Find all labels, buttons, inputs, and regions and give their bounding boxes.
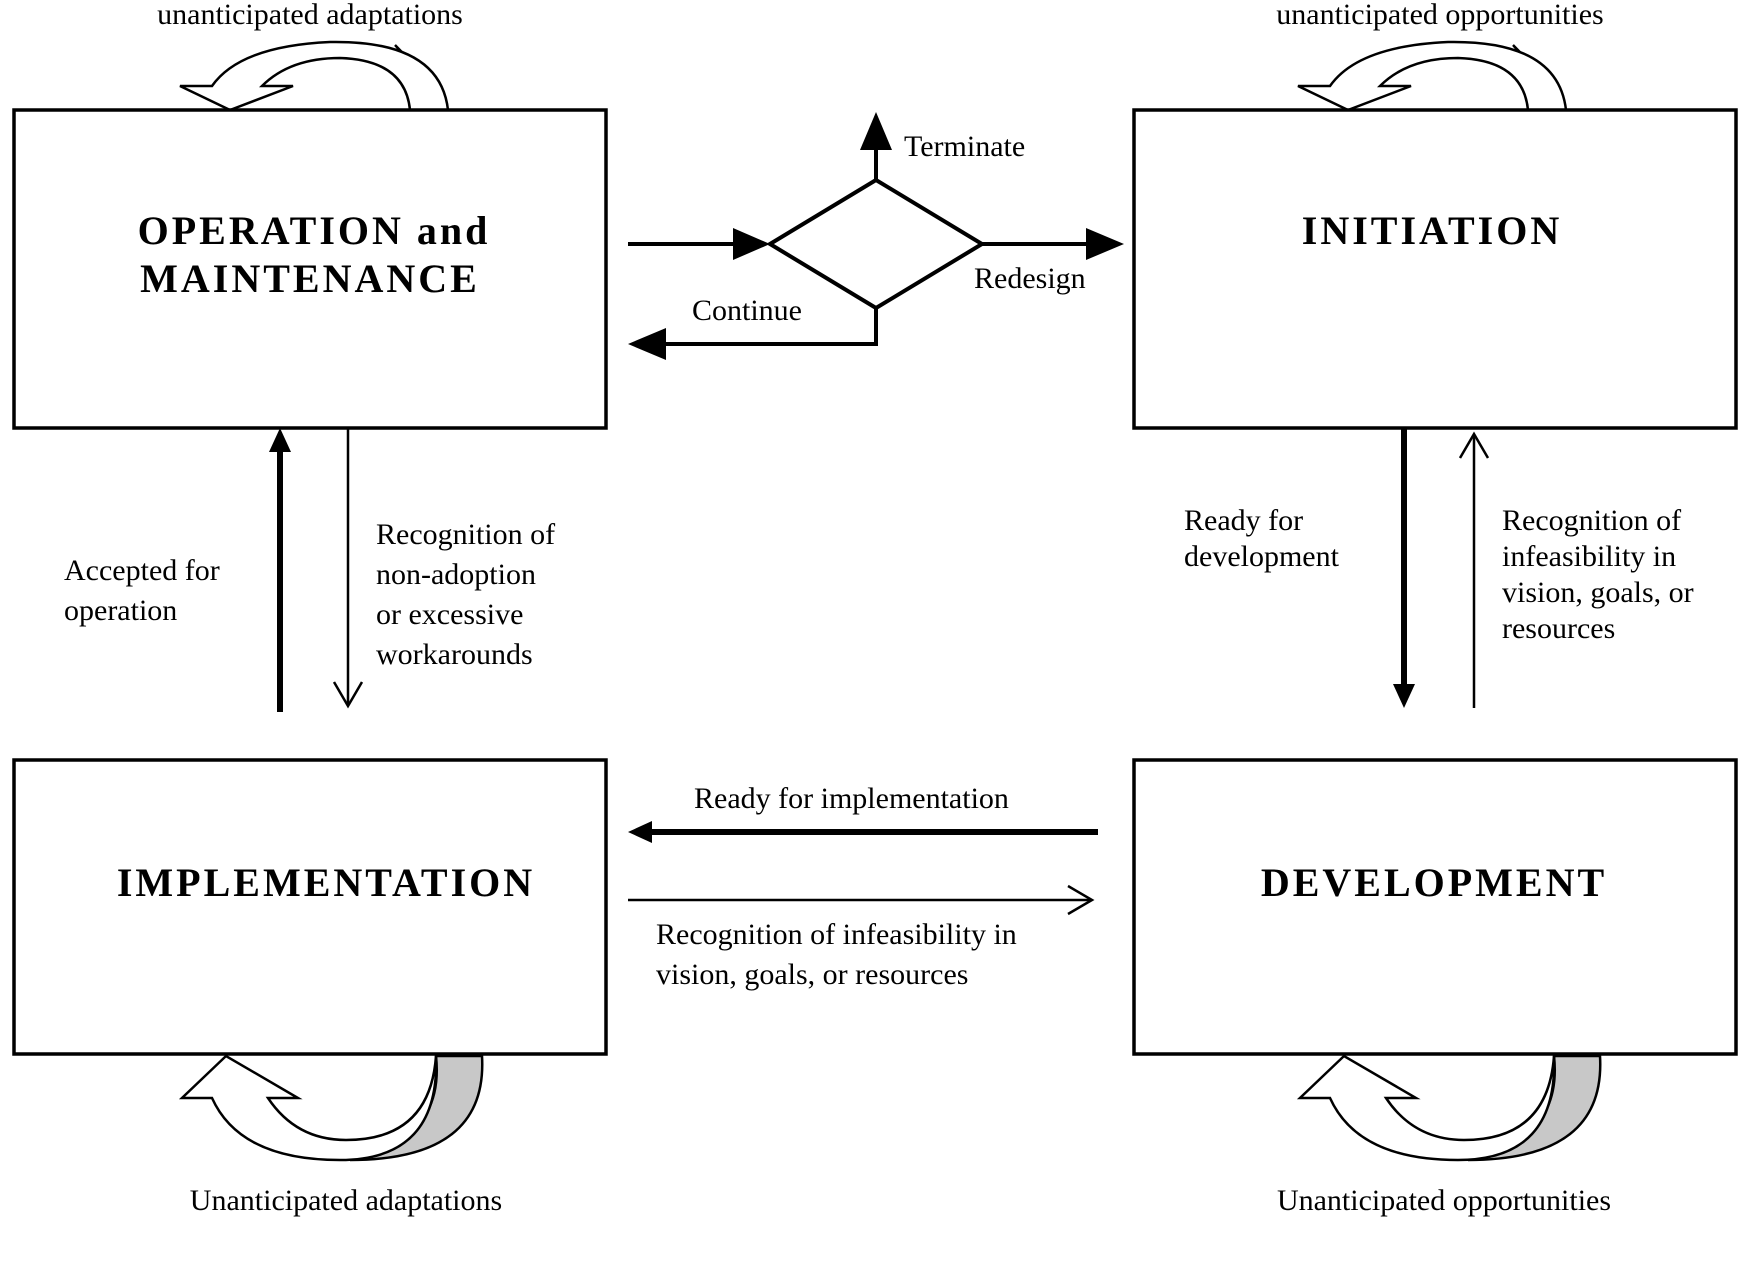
accepted-label-line1: Accepted for xyxy=(64,554,220,587)
nonadoption-label-line4: workarounds xyxy=(376,638,533,671)
development-loop-label: Unanticipated opportunities xyxy=(1277,1184,1611,1217)
operation-maintenance-box: OPERATION and MAINTENANCE xyxy=(12,108,608,430)
continue-arrow xyxy=(628,308,878,360)
accepted-label-line2: operation xyxy=(64,594,177,627)
operation-loop-label: unanticipated adaptations xyxy=(157,0,463,31)
operation-to-decision-arrow xyxy=(628,228,770,260)
initiation-box: INITIATION xyxy=(1132,108,1738,430)
implementation-loop-arrow xyxy=(178,1054,484,1162)
ready-for-development-arrow xyxy=(1393,428,1415,708)
ready-impl-label: Ready for implementation xyxy=(694,782,1009,815)
infeasible-to-initiation-arrow xyxy=(1458,431,1490,708)
implementation-title: IMPLEMENTATION xyxy=(117,860,535,905)
operation-title-line2: MAINTENANCE xyxy=(140,256,480,301)
nonadoption-label-line3: or excessive xyxy=(376,598,523,631)
infeasible-to-development-arrow xyxy=(628,884,1095,916)
nonadoption-label-line2: non-adoption xyxy=(376,558,536,591)
initiation-title: INITIATION xyxy=(1302,208,1562,253)
development-loop-arrow xyxy=(1296,1054,1602,1162)
implementation-box: IMPLEMENTATION xyxy=(12,758,608,1056)
terminate-arrow xyxy=(860,112,892,180)
initiation-loop-arrow xyxy=(1297,40,1569,112)
ready-dev-label-line1: Ready for xyxy=(1184,504,1303,537)
decision-diamond xyxy=(766,177,986,311)
infeasible-impl-label-line1: Recognition of infeasibility in xyxy=(656,918,1017,951)
operation-title-line1: OPERATION and xyxy=(138,208,491,253)
development-box: DEVELOPMENT xyxy=(1132,758,1738,1056)
terminate-label: Terminate xyxy=(904,130,1025,163)
development-title: DEVELOPMENT xyxy=(1261,860,1607,905)
redesign-arrow xyxy=(982,228,1124,260)
ready-dev-label-line2: development xyxy=(1184,540,1340,573)
accepted-for-operation-arrow xyxy=(269,428,291,712)
operation-loop-arrow xyxy=(179,40,451,112)
infeasible-init-label-line1: Recognition of xyxy=(1502,504,1681,537)
implementation-loop-label: Unanticipated adaptations xyxy=(190,1184,502,1217)
non-adoption-arrow xyxy=(332,428,364,709)
infeasible-init-label-line4: resources xyxy=(1502,612,1615,645)
initiation-loop-label: unanticipated opportunities xyxy=(1276,0,1603,31)
infeasible-init-label-line3: vision, goals, or xyxy=(1502,576,1694,609)
nonadoption-label-line1: Recognition of xyxy=(376,518,555,551)
infeasible-impl-label-line2: vision, goals, or resources xyxy=(656,958,968,991)
infeasible-init-label-line2: infeasibility in xyxy=(1502,540,1676,573)
ready-for-implementation-arrow xyxy=(628,821,1098,843)
continue-label: Continue xyxy=(692,294,802,327)
redesign-label: Redesign xyxy=(974,262,1086,295)
